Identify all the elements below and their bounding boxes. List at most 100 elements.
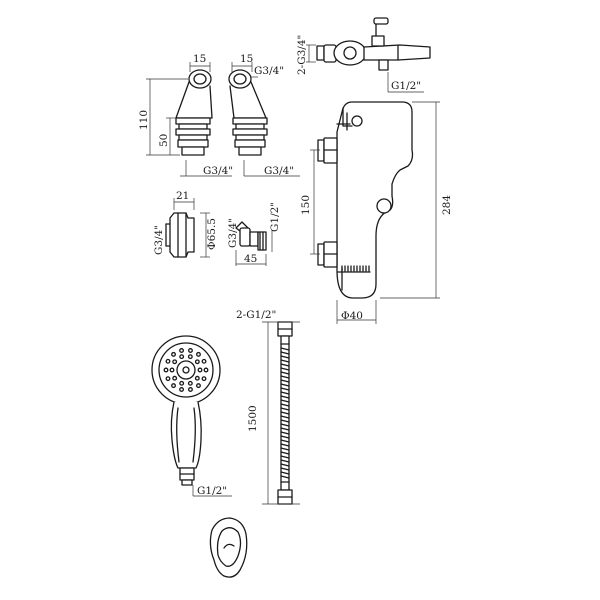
hose-coil xyxy=(280,367,290,371)
elbow-connector xyxy=(235,221,267,251)
hose-coil xyxy=(280,399,290,403)
label-flange-thread: G3/4" xyxy=(153,225,165,255)
hose-coil xyxy=(280,347,290,351)
hose-coil xyxy=(280,443,290,447)
flange-dimensions xyxy=(173,198,210,258)
label-pillar-thread-left: G3/4" xyxy=(203,165,233,177)
nozzle xyxy=(179,380,185,386)
label-body-diameter: Φ40 xyxy=(341,310,363,322)
nozzle xyxy=(196,383,201,389)
shower-hose xyxy=(277,321,293,505)
hose-coil xyxy=(280,403,290,407)
label-inlet-spacing: 150 xyxy=(300,195,312,215)
nozzle xyxy=(187,354,193,360)
nozzle xyxy=(179,348,184,353)
label-flange-depth: 21 xyxy=(176,190,189,202)
hose-coil xyxy=(280,439,290,443)
nozzle xyxy=(197,367,203,373)
nozzle xyxy=(172,375,178,381)
label-handset-thread: G1/2" xyxy=(197,485,227,497)
hose-coil xyxy=(280,467,290,471)
hose-coil xyxy=(280,451,290,455)
label-hose-thread: 2-G1/2" xyxy=(236,309,276,321)
nozzle xyxy=(179,387,184,392)
handset-dimensions xyxy=(192,485,232,497)
label-elbow-width: 45 xyxy=(244,253,257,265)
valve-inlet-bottom xyxy=(317,241,338,268)
hose-coil xyxy=(280,471,290,475)
nozzle xyxy=(188,387,193,392)
nozzle xyxy=(201,358,207,364)
hose-coil xyxy=(280,363,290,367)
nozzle xyxy=(169,367,175,373)
hose-coil xyxy=(280,419,290,423)
label-pillar-thread-right: G3/4" xyxy=(264,165,294,177)
wall-flange xyxy=(165,212,195,258)
label-pillar-height: 110 xyxy=(138,110,150,130)
hose-coil xyxy=(280,359,290,363)
hose-coil xyxy=(280,375,290,379)
hose-coil xyxy=(280,463,290,467)
nozzle xyxy=(171,351,176,357)
nozzle xyxy=(171,383,176,389)
hose-coil xyxy=(280,455,290,459)
hose-coil xyxy=(280,435,290,439)
valve-dimensions xyxy=(310,101,440,324)
nozzle xyxy=(194,359,200,365)
pillar-leg-right xyxy=(228,69,268,156)
elbow-dimensions xyxy=(235,230,273,266)
hose-coil xyxy=(280,383,290,387)
label-pillar-base-height: 50 xyxy=(158,134,170,147)
nozzle xyxy=(179,354,185,360)
wall-bracket xyxy=(209,517,248,578)
shower-handset xyxy=(151,335,221,486)
nozzle xyxy=(163,367,169,373)
hose-coil xyxy=(280,351,290,355)
nozzle xyxy=(194,375,200,381)
valve-inlet-top xyxy=(317,137,338,164)
hose-dimensions xyxy=(262,321,300,505)
valve-ridges xyxy=(341,265,370,272)
spout-dimensions xyxy=(306,44,424,93)
hose-coil xyxy=(280,371,290,375)
nozzle xyxy=(165,358,171,364)
nozzle xyxy=(187,380,193,386)
label-total-height: 284 xyxy=(441,195,453,215)
spout-top-view xyxy=(316,17,431,71)
nozzle xyxy=(188,348,193,353)
pillar-dimensions xyxy=(146,62,300,177)
label-pillar-width-left: 15 xyxy=(193,53,206,65)
label-pillar-thread-top: G3/4" xyxy=(254,65,284,77)
hose-coil xyxy=(280,407,290,411)
label-elbow-thread-in: G3/4" xyxy=(227,218,239,248)
hose-coil xyxy=(280,379,290,383)
pillar-leg-left xyxy=(175,69,213,156)
label-spout-outlet-thread: G1/2" xyxy=(391,80,421,92)
thermostatic-valve-body xyxy=(336,101,414,299)
hose-coil xyxy=(280,459,290,463)
hose-coil xyxy=(280,447,290,451)
nozzle xyxy=(172,359,178,365)
hose-coil xyxy=(280,387,290,391)
label-flange-diameter: Φ65.5 xyxy=(206,218,218,250)
label-pillar-width-right: 15 xyxy=(240,53,253,65)
nozzle xyxy=(196,351,201,357)
hose-coil xyxy=(280,411,290,415)
hose-coil xyxy=(280,355,290,359)
hose-coil xyxy=(280,427,290,431)
hose-coil xyxy=(280,395,290,399)
hose-coil xyxy=(280,423,290,427)
nozzle xyxy=(165,376,171,382)
label-hose-length: 1500 xyxy=(247,405,259,432)
hose-coil xyxy=(280,431,290,435)
nozzle xyxy=(201,376,207,382)
label-elbow-thread-out: G1/2" xyxy=(269,202,281,232)
nozzle xyxy=(203,367,209,373)
hose-coil xyxy=(280,415,290,419)
hose-coil xyxy=(280,475,290,479)
nozzle-center xyxy=(182,366,190,374)
label-spout-inlet-thread: 2-G3/4" xyxy=(296,35,308,75)
hose-coil xyxy=(280,391,290,395)
